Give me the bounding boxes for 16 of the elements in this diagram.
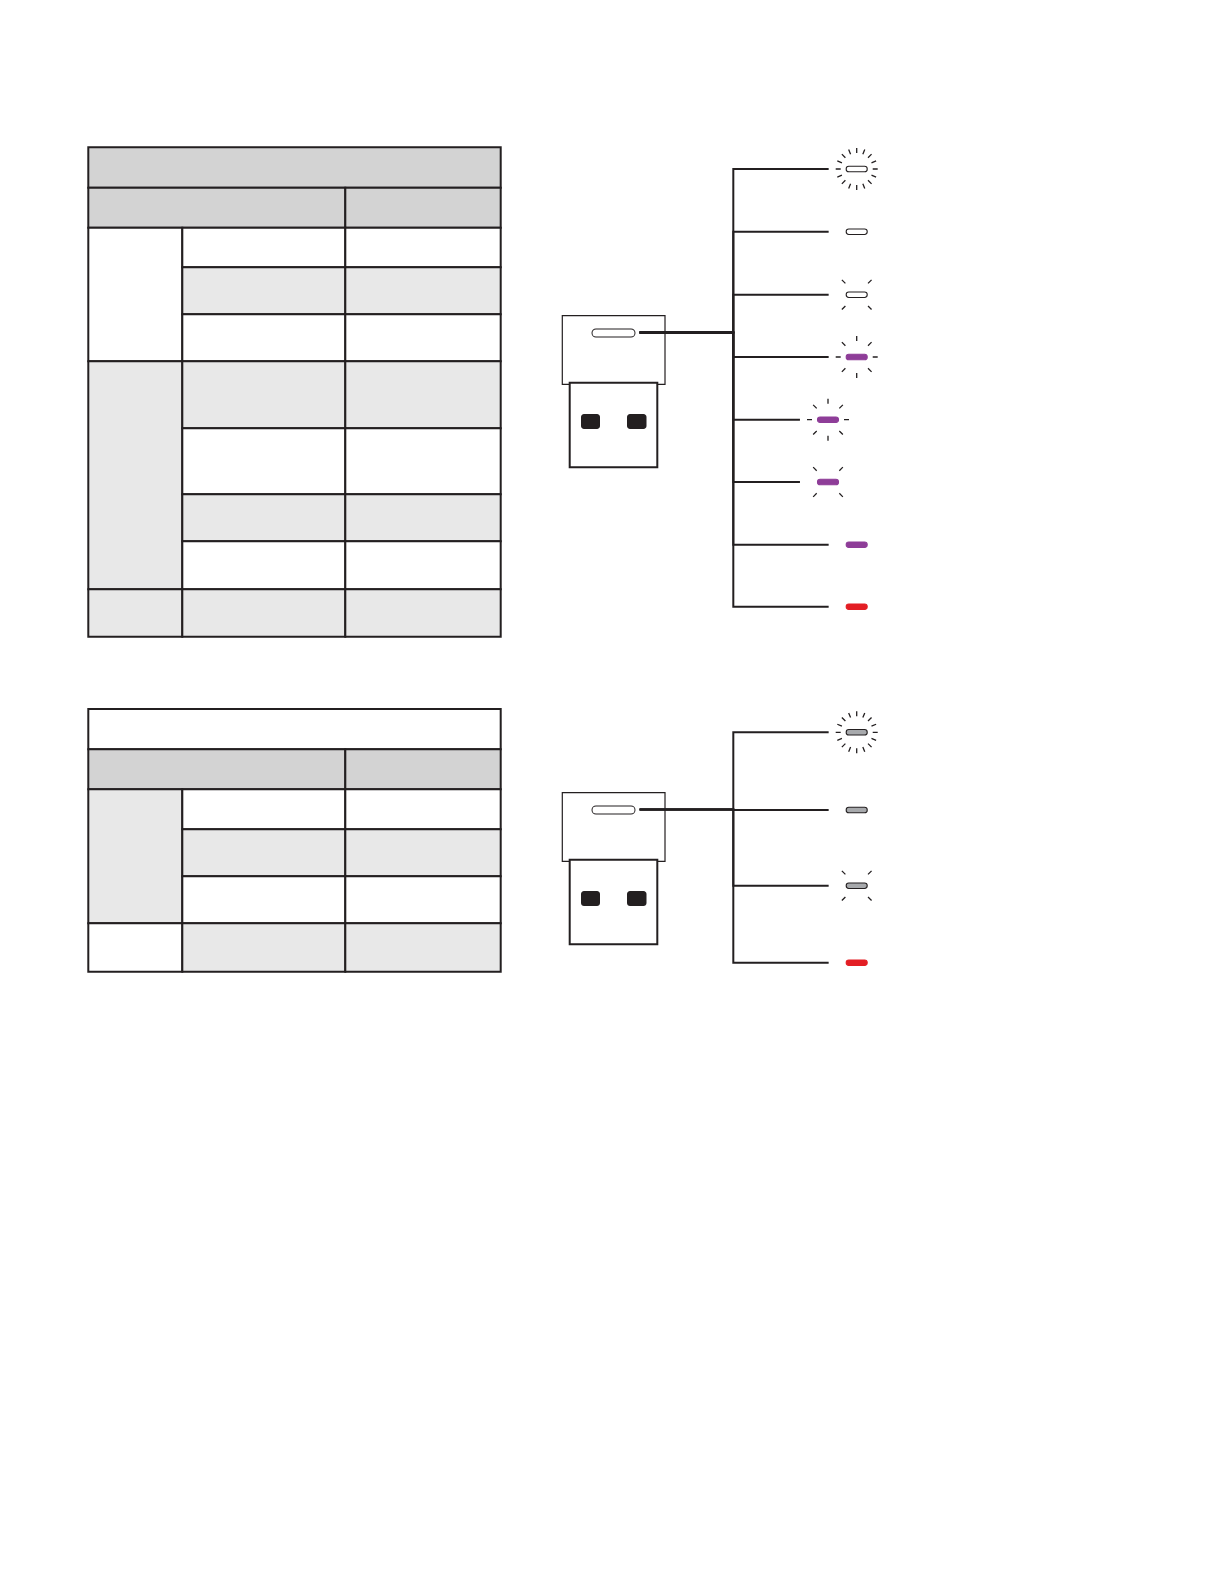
led-icon	[845, 603, 868, 610]
connector-line	[638, 331, 830, 608]
led-icon	[835, 147, 879, 191]
led-icon	[835, 335, 879, 379]
led-icon	[845, 541, 868, 548]
led-icon	[841, 870, 873, 902]
usb-receiver-drawing	[561, 792, 666, 946]
connector-line	[638, 808, 830, 964]
led-icon	[841, 279, 873, 311]
led-icon	[812, 466, 844, 498]
led-icon	[806, 398, 850, 442]
usb-receiver-drawing	[561, 315, 666, 469]
led-icon	[835, 710, 879, 754]
led-icon	[845, 806, 868, 814]
led-icon	[845, 228, 868, 235]
led-icon	[845, 959, 868, 966]
